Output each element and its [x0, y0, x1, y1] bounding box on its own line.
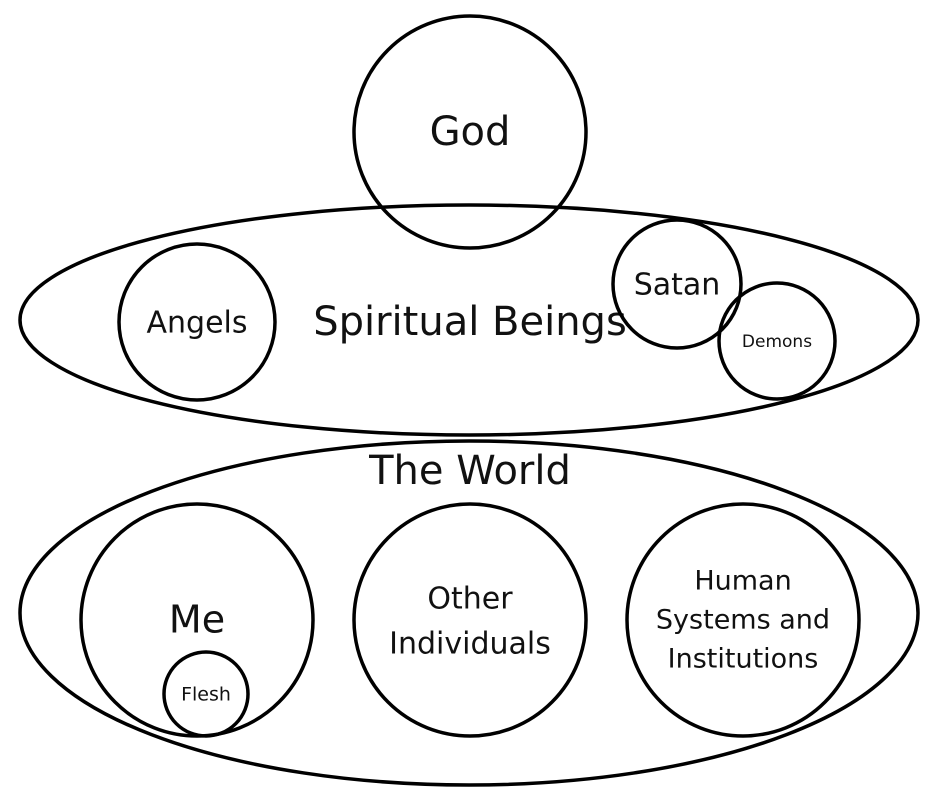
human-systems-label-line-2: Systems and — [656, 605, 830, 636]
human-systems-label-line-3: Institutions — [668, 644, 819, 675]
demons-label: Demons — [742, 332, 812, 352]
other-individuals-circle — [352, 502, 588, 738]
the-world-label: The World — [368, 448, 571, 494]
spiritual-beings-ellipse — [18, 203, 920, 437]
other-individuals-label-line-2: Individuals — [389, 627, 551, 662]
spiritual-beings-label: Spiritual Beings — [313, 299, 627, 345]
angels-circle — [117, 242, 277, 402]
demons-circle — [717, 281, 837, 401]
flesh-circle — [162, 650, 250, 738]
angels-label: Angels — [146, 306, 247, 341]
human-systems-circle — [625, 502, 861, 738]
satan-circle — [611, 218, 743, 350]
the-world-ellipse — [18, 439, 920, 787]
other-individuals-label-line-1: Other — [427, 582, 513, 617]
human-systems-label-line-1: Human — [694, 566, 791, 597]
satan-label: Satan — [634, 268, 721, 303]
god-label: God — [430, 109, 511, 155]
flesh-label: Flesh — [181, 684, 231, 706]
me-label: Me — [169, 598, 225, 642]
god-circle — [352, 14, 588, 250]
